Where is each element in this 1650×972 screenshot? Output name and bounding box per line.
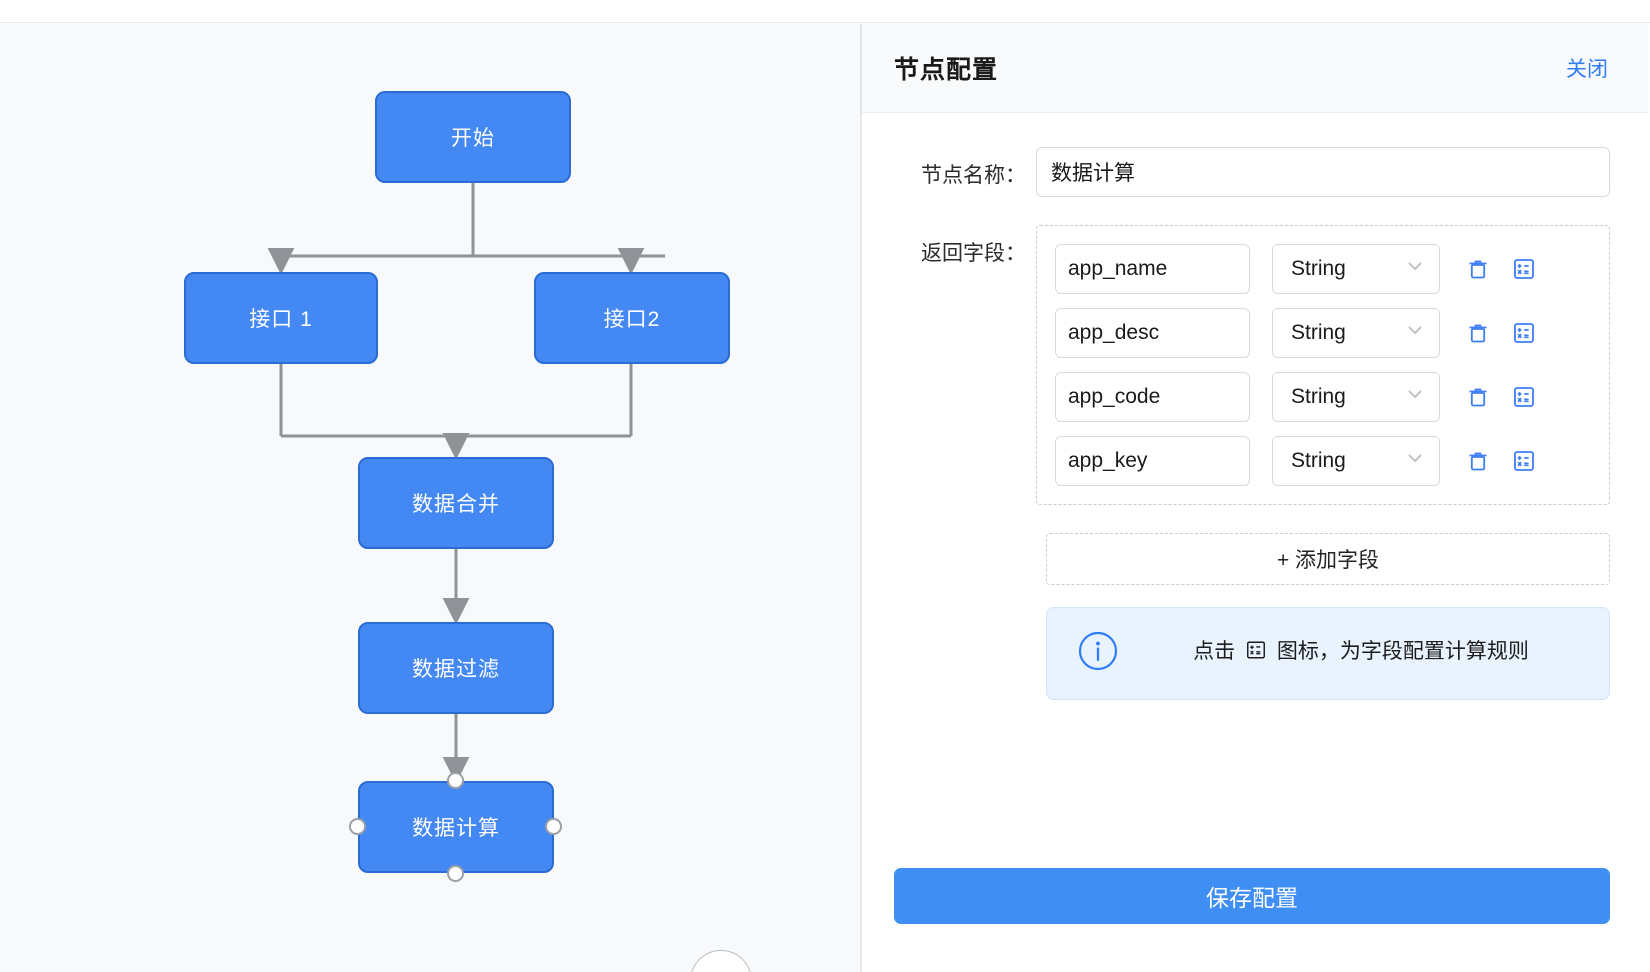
flow-node-label: 数据过滤 xyxy=(412,658,500,681)
return-fields-row: 返回字段： app_name String xyxy=(894,225,1610,505)
node-anchor-top[interactable] xyxy=(447,772,464,789)
field-type-select[interactable]: String xyxy=(1272,308,1440,358)
node-name-label: 节点名称： xyxy=(921,164,1026,187)
return-fields-label: 返回字段： xyxy=(921,242,1026,265)
panel-body: 节点名称： 数据计算 返回字段： app_name String xyxy=(862,113,1648,868)
top-bar xyxy=(0,0,1650,23)
flow-node-label: 接口 1 xyxy=(249,308,313,331)
node-name-input[interactable]: 数据计算 xyxy=(1036,147,1610,197)
trash-icon[interactable] xyxy=(1466,321,1490,345)
field-name-input[interactable]: app_name xyxy=(1055,244,1250,294)
field-type-select[interactable]: String xyxy=(1272,372,1440,422)
node-anchor-right[interactable] xyxy=(545,818,562,835)
chevron-down-icon xyxy=(1405,256,1425,282)
trash-icon[interactable] xyxy=(1466,385,1490,409)
flow-node-calc[interactable]: 数据计算 xyxy=(358,781,554,873)
field-row: app_key String xyxy=(1055,436,1593,486)
node-name-row: 节点名称： 数据计算 xyxy=(894,147,1610,197)
info-text-after: 图标，为字段配置计算规则 xyxy=(1276,639,1529,663)
field-row: app_name String xyxy=(1055,244,1593,294)
field-row: app_desc String xyxy=(1055,308,1593,358)
field-type-value: String xyxy=(1291,385,1346,408)
flow-node-label: 接口2 xyxy=(603,308,661,331)
node-anchor-bottom[interactable] xyxy=(447,865,464,882)
calculator-icon[interactable] xyxy=(1512,449,1536,473)
chevron-down-icon xyxy=(1405,320,1425,346)
calculator-icon-inline xyxy=(1245,639,1267,672)
field-row: app_code String xyxy=(1055,372,1593,422)
info-circle-icon xyxy=(1077,630,1119,677)
panel-footer: 保存配置 xyxy=(862,868,1648,972)
panel-title: 节点配置 xyxy=(894,56,999,84)
flow-node-api1[interactable]: 接口 1 xyxy=(184,272,378,364)
node-config-panel: 节点配置 关闭 节点名称： 数据计算 返回字段： app_name xyxy=(862,24,1648,972)
panel-header: 节点配置 关闭 xyxy=(862,24,1648,113)
field-name-value: app_key xyxy=(1068,449,1148,472)
flow-node-label: 数据计算 xyxy=(412,817,500,840)
chevron-down-icon xyxy=(1405,384,1425,410)
field-name-value: app_code xyxy=(1068,385,1161,408)
flow-node-start[interactable]: 开始 xyxy=(375,91,571,183)
calculator-icon[interactable] xyxy=(1512,385,1536,409)
workspace: 开始 接口 1 接口2 数据合并 数据过滤 数据计算 节点配置 关闭 xyxy=(0,24,1650,972)
calculator-icon[interactable] xyxy=(1512,257,1536,281)
field-name-value: app_name xyxy=(1068,257,1168,280)
field-type-select[interactable]: String xyxy=(1272,244,1440,294)
trash-icon[interactable] xyxy=(1466,449,1490,473)
field-type-value: String xyxy=(1291,257,1346,280)
flow-node-label: 开始 xyxy=(451,127,495,150)
add-field-button[interactable]: + 添加字段 xyxy=(1046,533,1610,585)
flow-node-merge[interactable]: 数据合并 xyxy=(358,457,554,549)
save-config-button[interactable]: 保存配置 xyxy=(894,868,1610,924)
info-banner: 点击 图标，为字段配置计算规则 xyxy=(1046,607,1610,700)
flow-canvas[interactable]: 开始 接口 1 接口2 数据合并 数据过滤 数据计算 xyxy=(0,24,862,972)
flow-node-label: 数据合并 xyxy=(412,493,500,516)
info-text-before: 点击 xyxy=(1193,639,1236,663)
field-type-value: String xyxy=(1291,321,1346,344)
field-type-select[interactable]: String xyxy=(1272,436,1440,486)
chevron-down-icon xyxy=(1405,448,1425,474)
calculator-icon[interactable] xyxy=(1512,321,1536,345)
trash-icon[interactable] xyxy=(1466,257,1490,281)
field-name-input[interactable]: app_code xyxy=(1055,372,1250,422)
field-name-input[interactable]: app_key xyxy=(1055,436,1250,486)
field-name-value: app_desc xyxy=(1068,321,1160,344)
flow-node-filter[interactable]: 数据过滤 xyxy=(358,622,554,714)
return-fields-box: app_name String xyxy=(1036,225,1610,505)
field-name-input[interactable]: app_desc xyxy=(1055,308,1250,358)
flow-node-api2[interactable]: 接口2 xyxy=(534,272,730,364)
field-type-value: String xyxy=(1291,449,1346,472)
canvas-zoom-control[interactable] xyxy=(690,950,752,972)
node-name-value: 数据计算 xyxy=(1051,162,1135,185)
info-banner-text: 点击 图标，为字段配置计算规则 xyxy=(1143,636,1579,672)
node-anchor-left[interactable] xyxy=(349,818,366,835)
close-panel-button[interactable]: 关闭 xyxy=(1566,58,1608,81)
